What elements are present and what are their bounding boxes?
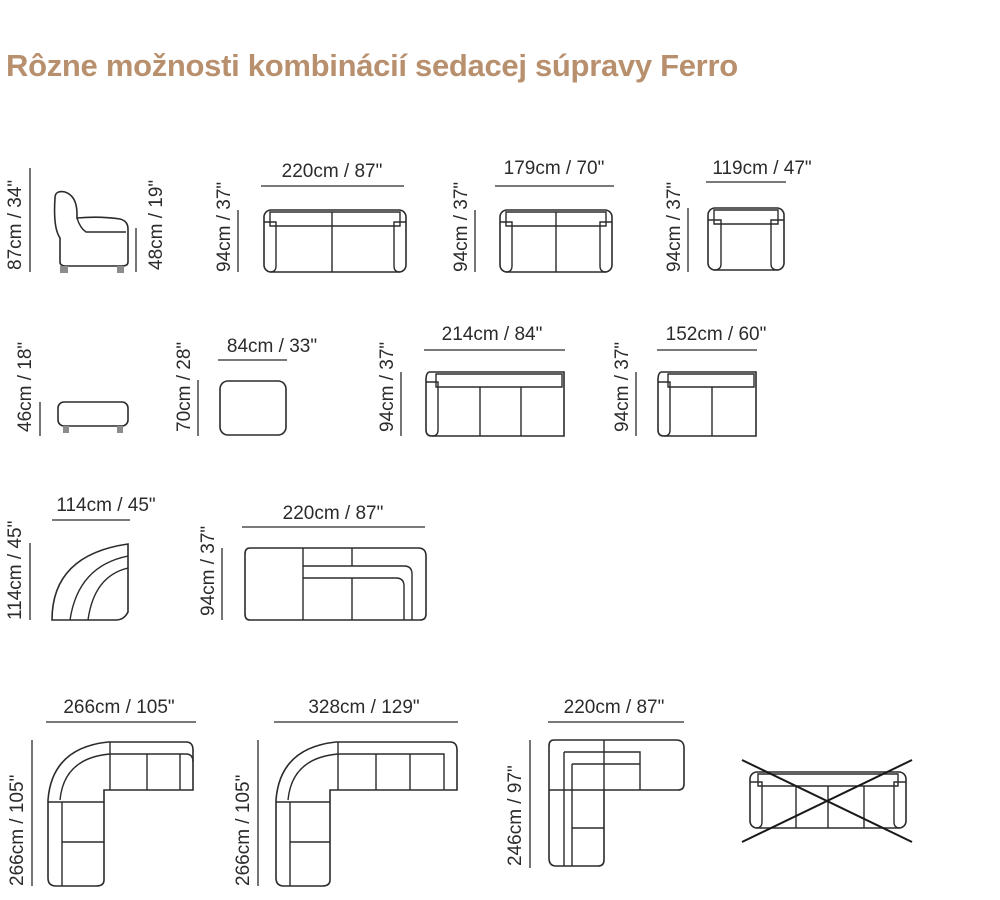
dim-width: 220cm / 87" <box>564 697 665 718</box>
dim-height: 94cm / 37" <box>664 182 685 272</box>
dim-height-total: 87cm / 34" <box>5 180 26 270</box>
dim-seat-height: 48cm / 19" <box>146 180 167 270</box>
corner-sofa-small: 266cm / 105" 266cm / 105" <box>7 697 196 887</box>
dim-width: 266cm / 105" <box>63 697 174 718</box>
page-title: Rôzne možnosti kombinácií sedacej súprav… <box>6 48 738 83</box>
armchair: 119cm / 47" 94cm / 37" <box>664 158 812 272</box>
module-2-seat-one-arm: 152cm / 60" 94cm / 37" <box>612 324 767 437</box>
dim-height: 46cm / 18" <box>15 342 36 432</box>
dim-width: 220cm / 87" <box>282 161 383 182</box>
dim-height: 70cm / 28" <box>174 342 195 432</box>
dim-height: 114cm / 45" <box>5 521 26 620</box>
dim-width: 114cm / 45" <box>56 495 155 516</box>
dim-width: 152cm / 60" <box>666 324 767 345</box>
dim-height: 266cm / 105" <box>7 775 28 886</box>
dim-height: 94cm / 37" <box>612 342 633 432</box>
dim-height: 94cm / 37" <box>214 182 235 272</box>
dim-height: 266cm / 105" <box>233 775 254 886</box>
dim-height: 246cm / 97" <box>505 765 526 866</box>
dim-width: 119cm / 47" <box>712 158 811 179</box>
dim-width: 84cm / 33" <box>227 336 317 357</box>
dim-width: 328cm / 129" <box>308 697 419 718</box>
sofa-3-seat: 220cm / 87" 94cm / 37" <box>214 161 407 273</box>
chaise-longue: 220cm / 87" 94cm / 37" <box>198 503 427 621</box>
footstool-top-view: 84cm / 33" 70cm / 28" <box>174 336 317 436</box>
dim-height: 94cm / 37" <box>377 342 398 432</box>
module-3-seat-one-arm: 214cm / 84" 94cm / 37" <box>377 324 565 437</box>
sofa-2-seat: 179cm / 70" 94cm / 37" <box>451 158 614 273</box>
dim-width: 179cm / 70" <box>504 158 605 179</box>
corner-module: 114cm / 45" 114cm / 45" <box>5 495 156 621</box>
footstool-side-view: 46cm / 18" <box>15 342 129 436</box>
dim-width: 220cm / 87" <box>283 503 384 524</box>
unavailable-combination <box>741 759 913 843</box>
armchair-side-view: 87cm / 34" 48cm / 19" <box>5 168 167 273</box>
cross-line <box>741 759 913 843</box>
dim-height: 94cm / 37" <box>451 182 472 272</box>
corner-sofa-large: 328cm / 129" 266cm / 105" <box>233 697 458 887</box>
dim-height: 94cm / 37" <box>198 526 219 616</box>
dim-width: 214cm / 84" <box>442 324 543 345</box>
chaise-corner-sofa: 220cm / 87" 246cm / 97" <box>505 697 685 868</box>
